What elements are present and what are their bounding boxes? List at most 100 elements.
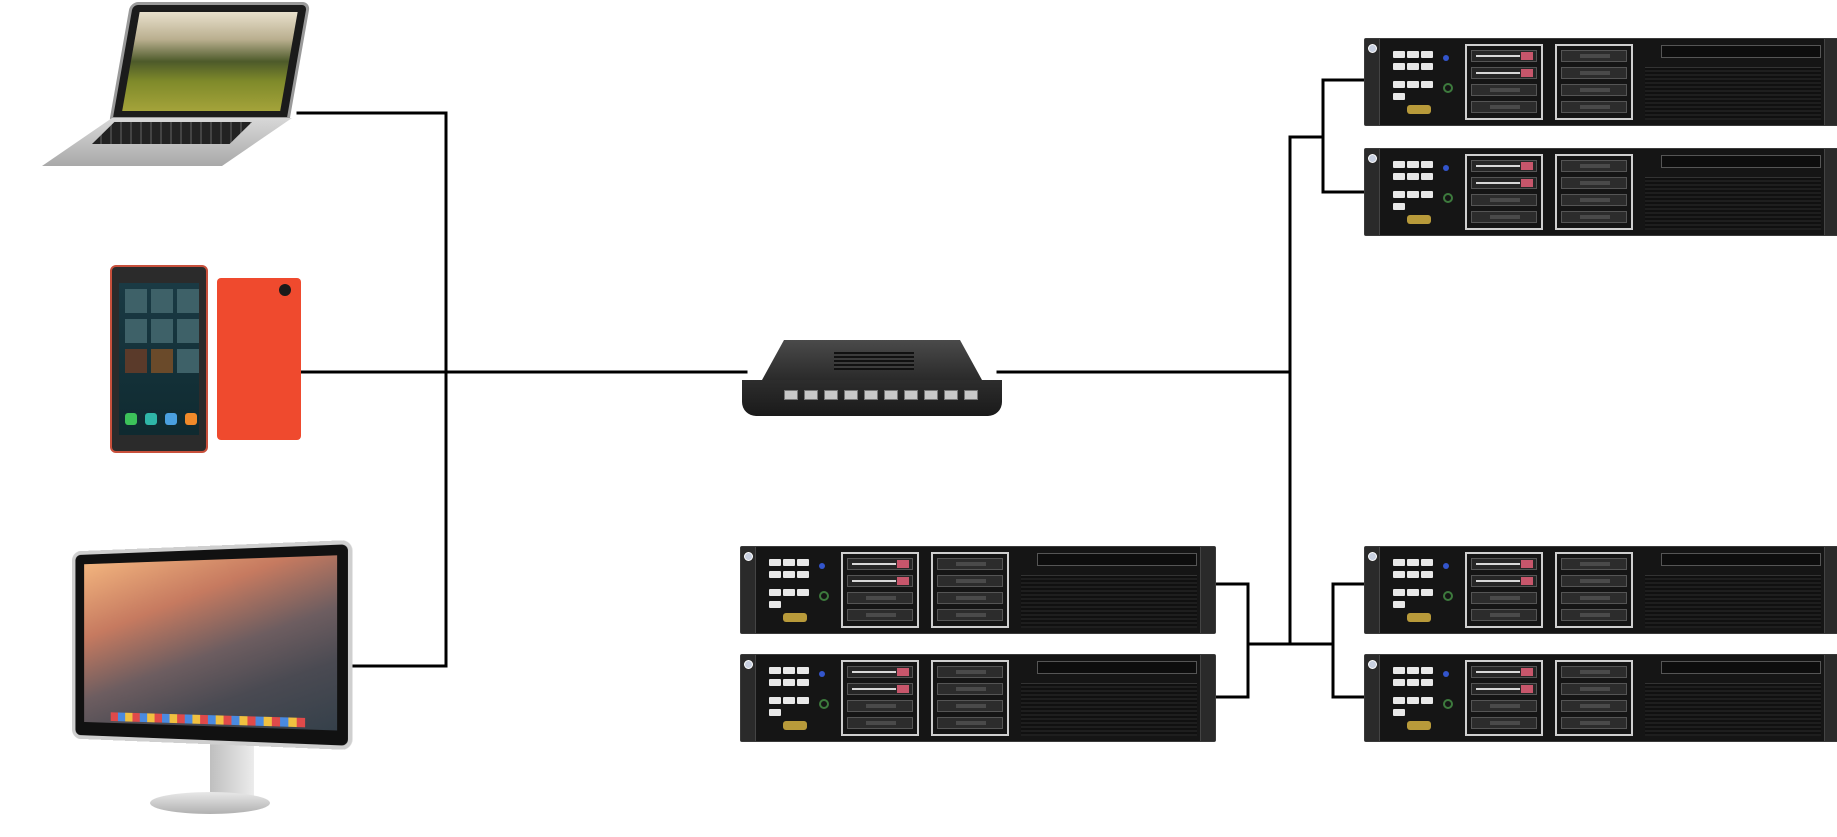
drive-slot bbox=[937, 558, 1003, 570]
drive-release-tab bbox=[897, 685, 909, 693]
drive-grip bbox=[1490, 596, 1520, 600]
drive-release-tab bbox=[1521, 685, 1533, 693]
status-indicator bbox=[783, 697, 795, 704]
drive-slot bbox=[1561, 160, 1627, 172]
status-indicator bbox=[1393, 697, 1405, 704]
drive-grip bbox=[1580, 562, 1610, 566]
drive-bay bbox=[1465, 552, 1543, 628]
ventilation-grille bbox=[1021, 683, 1197, 736]
drive-handle bbox=[1476, 72, 1520, 74]
status-indicator bbox=[797, 571, 809, 578]
monitor-icon bbox=[0, 0, 360, 837]
drive-grip bbox=[1490, 88, 1520, 92]
drive-slot bbox=[1471, 683, 1537, 695]
rack-ear-left bbox=[1365, 547, 1380, 633]
status-indicator bbox=[769, 679, 781, 686]
status-indicator bbox=[783, 571, 795, 578]
status-indicator bbox=[1407, 191, 1419, 198]
drive-grip bbox=[956, 579, 986, 583]
status-indicator bbox=[1421, 667, 1433, 674]
drive-grip bbox=[956, 704, 986, 708]
drive-slot bbox=[1471, 666, 1537, 678]
drive-slot bbox=[1471, 160, 1537, 172]
phone-front bbox=[110, 265, 208, 453]
power-button-icon bbox=[1443, 193, 1453, 203]
drive-slot bbox=[847, 700, 913, 712]
status-indicator bbox=[1393, 161, 1405, 168]
drive-grip bbox=[1490, 721, 1520, 725]
drive-bay bbox=[1555, 660, 1633, 736]
rack-ear-left bbox=[741, 655, 756, 741]
vga-port-icon bbox=[1407, 105, 1431, 114]
status-indicator bbox=[1407, 161, 1419, 168]
drive-slot bbox=[847, 575, 913, 587]
control-panel bbox=[1393, 663, 1453, 735]
drive-grip bbox=[1580, 579, 1610, 583]
drive-slot bbox=[1561, 67, 1627, 79]
smartphone-icon bbox=[0, 0, 310, 460]
rack-ear-right bbox=[1824, 655, 1837, 741]
drive-bay bbox=[931, 660, 1009, 736]
drive-release-tab bbox=[1521, 69, 1533, 77]
drive-grip bbox=[1490, 613, 1520, 617]
drive-release-tab bbox=[1521, 560, 1533, 568]
vga-port-icon bbox=[783, 613, 807, 622]
status-indicator bbox=[783, 559, 795, 566]
drive-grip bbox=[1580, 596, 1610, 600]
status-indicator bbox=[1407, 63, 1419, 70]
status-indicator bbox=[1393, 709, 1405, 716]
rack-ear-left bbox=[1365, 149, 1380, 235]
edge-bottom-left-bracket bbox=[1212, 582, 1250, 699]
rack-ear-right bbox=[1824, 547, 1837, 633]
uid-led-icon bbox=[1443, 55, 1449, 61]
drive-handle bbox=[1476, 165, 1520, 167]
drive-slot bbox=[1471, 575, 1537, 587]
drive-handle bbox=[1476, 671, 1520, 673]
status-indicator bbox=[769, 601, 781, 608]
drive-slot bbox=[1561, 558, 1627, 570]
uid-led-icon bbox=[1443, 671, 1449, 677]
ventilation-grille bbox=[1645, 177, 1821, 230]
drive-grip bbox=[1580, 105, 1610, 109]
control-panel bbox=[1393, 555, 1453, 627]
monitor-screen bbox=[71, 539, 353, 751]
uid-led-icon bbox=[819, 671, 825, 677]
monitor-foot bbox=[150, 792, 270, 814]
power-button-icon bbox=[1443, 591, 1453, 601]
status-indicator bbox=[1421, 81, 1433, 88]
status-indicator bbox=[1421, 589, 1433, 596]
drive-grip bbox=[1580, 164, 1610, 168]
drive-bay bbox=[1555, 552, 1633, 628]
drive-slot bbox=[1561, 666, 1627, 678]
drive-release-tab bbox=[897, 560, 909, 568]
optical-drive bbox=[1037, 553, 1197, 566]
status-indicator bbox=[1393, 589, 1405, 596]
drive-slot bbox=[847, 666, 913, 678]
status-indicator bbox=[1421, 571, 1433, 578]
status-indicator bbox=[1407, 81, 1419, 88]
optical-drive bbox=[1661, 553, 1821, 566]
drive-slot bbox=[1471, 194, 1537, 206]
vendor-logo-icon bbox=[1368, 44, 1377, 53]
drive-handle bbox=[852, 688, 896, 690]
laptop-icon bbox=[0, 0, 311, 200]
status-indicator bbox=[783, 589, 795, 596]
drive-grip bbox=[956, 670, 986, 674]
uid-led-icon bbox=[819, 563, 825, 569]
drive-grip bbox=[956, 613, 986, 617]
drive-slot bbox=[1561, 609, 1627, 621]
status-indicator bbox=[1393, 667, 1405, 674]
drive-release-tab bbox=[1521, 668, 1533, 676]
drive-grip bbox=[1580, 88, 1610, 92]
drive-release-tab bbox=[1521, 577, 1533, 585]
drive-grip bbox=[956, 596, 986, 600]
drive-slot bbox=[1561, 177, 1627, 189]
drive-slot bbox=[937, 575, 1003, 587]
drive-slot bbox=[937, 592, 1003, 604]
drive-slot bbox=[1471, 717, 1537, 729]
rack-ear-right bbox=[1824, 39, 1837, 125]
drive-slot bbox=[1561, 101, 1627, 113]
drive-handle bbox=[1476, 182, 1520, 184]
drive-grip bbox=[866, 613, 896, 617]
status-indicator bbox=[783, 679, 795, 686]
